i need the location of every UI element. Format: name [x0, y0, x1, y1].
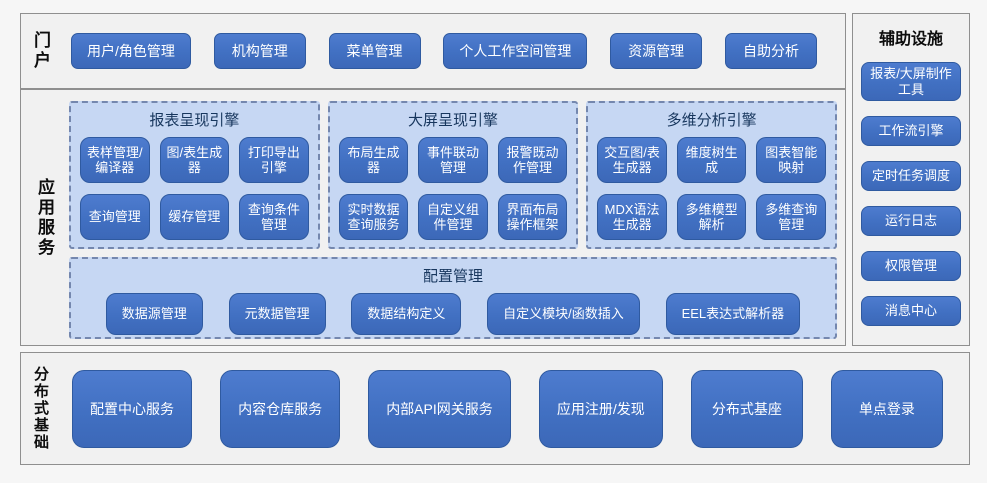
button-custom-component-management[interactable]: 自定义组件管理 — [418, 194, 488, 240]
button-user-role-management[interactable]: 用户/角色管理 — [71, 33, 191, 69]
panel-multidim-analysis-engine: 多维分析引擎 交互图/表生成器 维度树生成 图表智能映射 MDX语法生成器 多维… — [586, 101, 838, 249]
portal-section-label: 门户 — [31, 31, 50, 71]
button-ui-layout-operation-framework[interactable]: 界面布局操作框架 — [497, 194, 568, 240]
button-query-management[interactable]: 查询管理 — [80, 194, 150, 240]
button-permission-management[interactable]: 权限管理 — [861, 251, 961, 282]
button-app-register-discovery[interactable]: 应用注册/发现 — [538, 369, 663, 448]
engine-panels: 报表呈现引擎 表样管理/编译器 图/表生成器 打印导出引擎 查询管理 缓存管理 … — [69, 101, 838, 249]
button-org-management[interactable]: 机构管理 — [213, 33, 306, 69]
panel-report-render-engine: 报表呈现引擎 表样管理/编译器 图/表生成器 打印导出引擎 查询管理 缓存管理 … — [69, 101, 320, 249]
button-data-structure-definition[interactable]: 数据结构定义 — [351, 293, 462, 335]
auxiliary-section-title: 辅助设施 — [878, 31, 943, 48]
button-config-center-service[interactable]: 配置中心服务 — [72, 369, 192, 448]
foundation-section: 分布式基础 配置中心服务 内容仓库服务 内部API网关服务 应用注册/发现 分布… — [20, 352, 970, 465]
portal-button-row: 用户/角色管理 机构管理 菜单管理 个人工作空间管理 资源管理 自助分析 — [57, 33, 845, 69]
button-workflow-engine[interactable]: 工作流引擎 — [861, 116, 961, 147]
foundation-section-label: 分布式基础 — [32, 366, 49, 451]
button-multidim-query-management[interactable]: 多维查询管理 — [756, 194, 826, 240]
button-cache-management[interactable]: 缓存管理 — [159, 194, 230, 240]
foundation-button-row: 配置中心服务 内容仓库服务 内部API网关服务 应用注册/发现 分布式基座 单点… — [54, 369, 969, 448]
button-distributed-base[interactable]: 分布式基座 — [690, 369, 803, 448]
button-custom-module-function-insert[interactable]: 自定义模块/函数插入 — [487, 293, 640, 335]
button-event-linkage-management[interactable]: 事件联动管理 — [418, 137, 488, 183]
button-content-repository-service[interactable]: 内容仓库服务 — [220, 369, 341, 448]
panel-bigscreen-render-engine: 大屏呈现引擎 布局生成器 事件联动管理 报警既动作管理 实时数据查询服务 自定义… — [327, 101, 579, 249]
button-message-center[interactable]: 消息中心 — [861, 296, 961, 327]
button-dimension-tree-generation[interactable]: 维度树生成 — [676, 137, 747, 183]
button-menu-management[interactable]: 菜单管理 — [328, 33, 421, 69]
button-report-bigscreen-authoring-tool[interactable]: 报表/大屏制作工具 — [861, 62, 961, 102]
button-multidim-model-parsing[interactable]: 多维模型解析 — [676, 194, 747, 240]
button-resource-management[interactable]: 资源管理 — [610, 33, 703, 69]
button-single-sign-on[interactable]: 单点登录 — [830, 369, 943, 448]
auxiliary-section: 辅助设施 报表/大屏制作工具 工作流引擎 定时任务调度 运行日志 权限管理 消息… — [852, 13, 970, 346]
button-chart-smart-mapping[interactable]: 图表智能映射 — [756, 137, 826, 183]
button-eel-expression-parser[interactable]: EEL表达式解析器 — [665, 293, 801, 335]
button-chart-table-generator[interactable]: 图/表生成器 — [159, 137, 230, 183]
button-interactive-chart-generator[interactable]: 交互图/表生成器 — [597, 137, 667, 183]
button-internal-api-gateway-service[interactable]: 内部API网关服务 — [368, 369, 511, 448]
button-mdx-syntax-generator[interactable]: MDX语法生成器 — [597, 194, 667, 240]
panel-title: 多维分析引擎 — [666, 112, 757, 129]
button-layout-generator[interactable]: 布局生成器 — [338, 137, 409, 183]
button-query-condition-management[interactable]: 查询条件管理 — [239, 194, 309, 240]
panel-title: 大屏呈现引擎 — [408, 112, 499, 129]
button-realtime-data-query-service[interactable]: 实时数据查询服务 — [338, 194, 409, 240]
button-print-export-engine[interactable]: 打印导出引擎 — [239, 137, 309, 183]
button-run-log[interactable]: 运行日志 — [861, 206, 961, 237]
panel-title: 报表呈现引擎 — [149, 112, 240, 129]
button-report-style-manager-compiler[interactable]: 表样管理/编译器 — [80, 137, 150, 183]
button-scheduled-task-scheduling[interactable]: 定时任务调度 — [861, 161, 961, 192]
button-metadata-management[interactable]: 元数据管理 — [228, 293, 326, 335]
button-alarm-action-management[interactable]: 报警既动作管理 — [497, 137, 568, 183]
panel-title: 配置管理 — [422, 268, 483, 285]
portal-section: 门户 用户/角色管理 机构管理 菜单管理 个人工作空间管理 资源管理 自助分析 — [20, 13, 846, 89]
app-services-section: 应用服务 报表呈现引擎 表样管理/编译器 图/表生成器 打印导出引擎 查询管理 … — [20, 89, 846, 346]
panel-config-management: 配置管理 数据源管理 元数据管理 数据结构定义 自定义模块/函数插入 EEL表达… — [69, 257, 837, 339]
button-self-service-analysis[interactable]: 自助分析 — [724, 33, 817, 69]
button-personal-workspace-management[interactable]: 个人工作空间管理 — [443, 33, 588, 69]
button-datasource-management[interactable]: 数据源管理 — [105, 293, 203, 335]
app-services-section-label: 应用服务 — [35, 177, 54, 258]
